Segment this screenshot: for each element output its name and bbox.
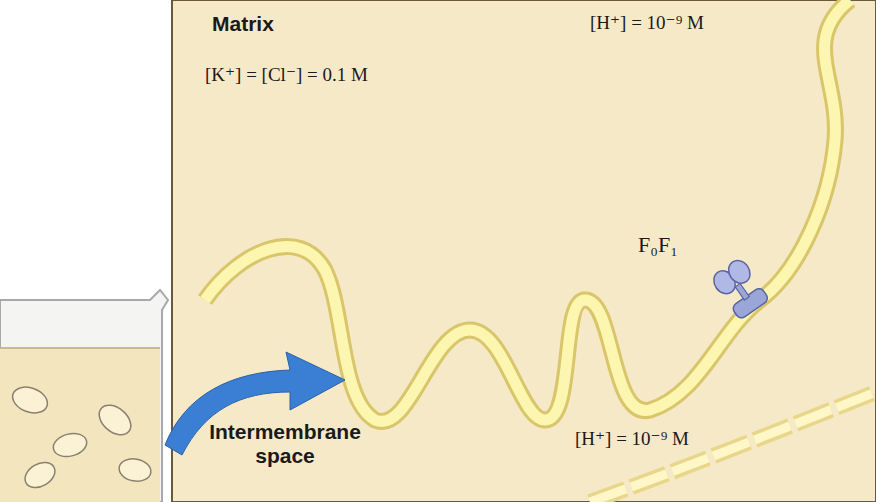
enzyme-label: F₀F₁ bbox=[638, 232, 678, 257]
concentration-label: [H⁺] = 10⁻⁹ M bbox=[575, 428, 689, 450]
beaker bbox=[0, 290, 168, 502]
region-label: Matrix bbox=[212, 12, 274, 36]
concentration-label: [K⁺] = [Cl⁻] = 0.1 M bbox=[205, 64, 368, 86]
inner-membrane bbox=[205, 0, 850, 421]
matrix-panel bbox=[172, 0, 876, 502]
concentration-label: [H⁺] = 10⁻⁹ M bbox=[590, 12, 704, 34]
atp-synthase bbox=[709, 256, 770, 320]
region-label: Intermembrane space bbox=[200, 420, 370, 468]
